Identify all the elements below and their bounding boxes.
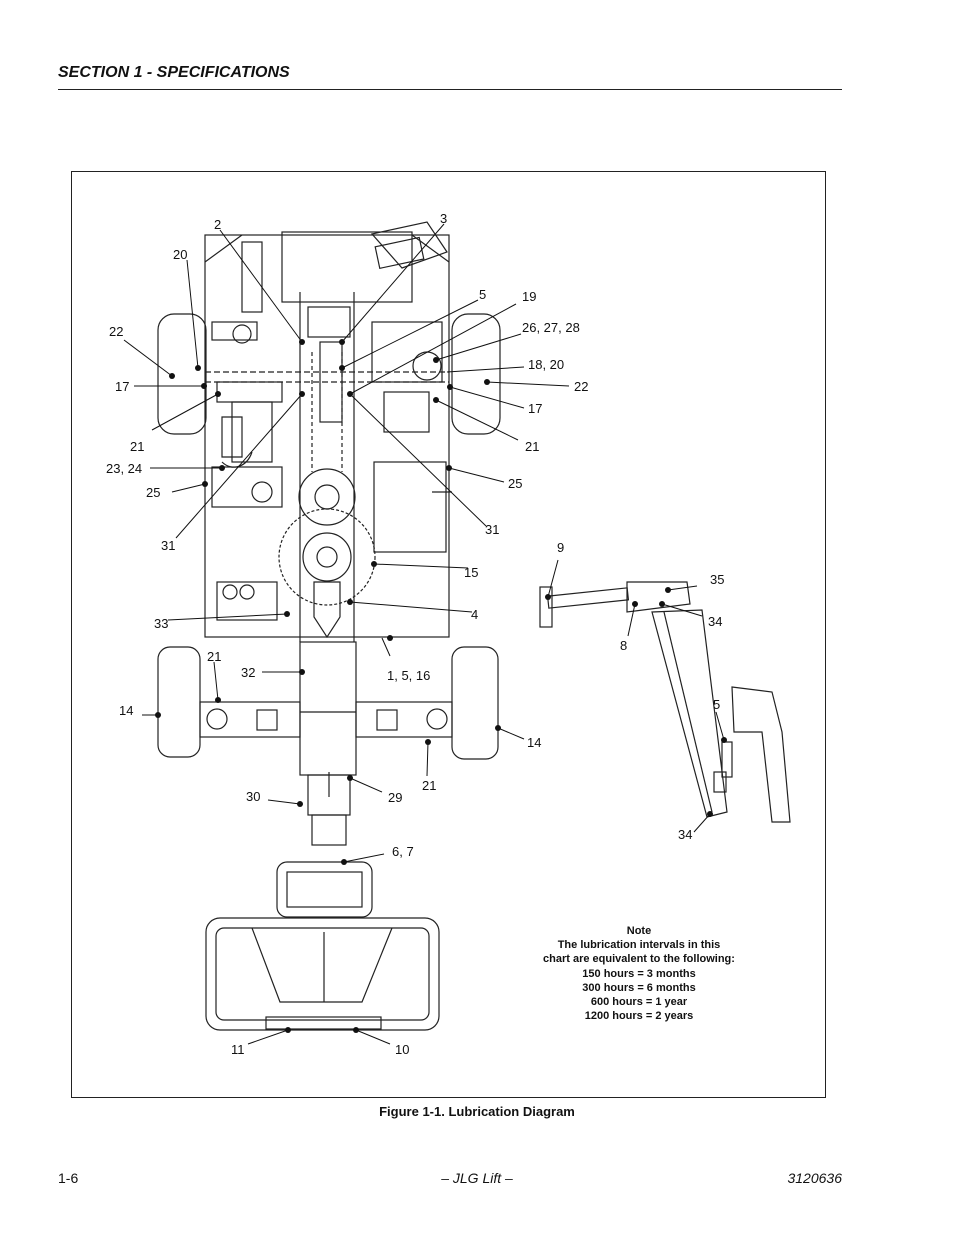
callout-label: 9 (557, 540, 565, 555)
callout-label: 22 (109, 324, 124, 339)
machine-drawing (157, 221, 791, 1031)
callout-label: 5 (713, 697, 721, 712)
note-line: 150 hours = 3 months (582, 967, 696, 980)
callout-label: 30 (246, 789, 261, 804)
callout-label: 17 (528, 401, 543, 416)
header-rule (58, 89, 842, 90)
callout-label: 31 (161, 538, 176, 553)
callout-label: 29 (388, 790, 403, 805)
callout-label: 6, 7 (392, 844, 414, 859)
platform (205, 917, 440, 1031)
turntable-upper (298, 468, 356, 526)
note-line: 1200 hours = 2 years (584, 1010, 694, 1023)
callout-label: 25 (146, 485, 161, 500)
callout-label: 32 (241, 665, 256, 680)
callout-label: 2 (214, 217, 222, 232)
control-box (276, 861, 373, 918)
callout-label: 14 (527, 735, 542, 750)
callout-label: 15 (464, 565, 479, 580)
callout-label: 26, 27, 28 (522, 320, 580, 335)
callout-label: 8 (620, 638, 628, 653)
figure-caption: Figure 1-1. Lubrication Diagram (379, 1104, 575, 1119)
callout-label: 21 (525, 439, 540, 454)
note-line: chart are equivalent to the following: (543, 953, 735, 966)
callout-label: 17 (115, 379, 130, 394)
callout-label: 4 (471, 607, 479, 622)
note-line: 600 hours = 1 year (590, 996, 688, 1009)
callout-label: 14 (119, 703, 134, 718)
callout-label: 21 (207, 649, 222, 664)
callout-label: 23, 24 (106, 461, 143, 476)
callout-label: 34 (678, 827, 693, 842)
callout-leaders (123, 223, 727, 1045)
callout-label: 35 (710, 572, 725, 587)
document-number: 3120636 (787, 1170, 842, 1186)
note-line: The lubrication intervals in this (557, 939, 721, 952)
page-number: 1-6 (58, 1170, 79, 1186)
tire-front-left (157, 313, 207, 435)
note-line: 300 hours = 6 months (582, 981, 696, 994)
callout-label: 21 (130, 439, 145, 454)
callout-label: 5 (479, 287, 487, 302)
lubrication-diagram-figure: 2 3 20 5 19 26, 27, 28 22 18, 20 17 22 1… (71, 171, 826, 1098)
note-title: Note (626, 925, 652, 937)
callout-label: 20 (173, 247, 188, 262)
callout-label: 33 (154, 616, 169, 631)
callout-label: 18, 20 (528, 357, 565, 372)
callout-label: 1, 5, 16 (387, 668, 431, 683)
callout-label: 10 (395, 1042, 410, 1057)
callout-label: 34 (708, 614, 723, 629)
callout-label: 19 (522, 289, 537, 304)
callout-label: 11 (231, 1042, 245, 1057)
callout-label: 3 (440, 211, 448, 226)
section-title: SECTION 1 - SPECIFICATIONS (58, 64, 290, 81)
tire-front-right (451, 313, 501, 435)
callout-label: 21 (422, 778, 437, 793)
swing-bearing (278, 508, 376, 606)
footer-brand: – JLG Lift – (441, 1170, 513, 1186)
lubrication-note: Note The lubrication intervals in this c… (534, 924, 744, 1023)
callout-label: 22 (574, 379, 589, 394)
callout-label: 31 (485, 522, 500, 537)
callout-label: 25 (508, 476, 523, 491)
